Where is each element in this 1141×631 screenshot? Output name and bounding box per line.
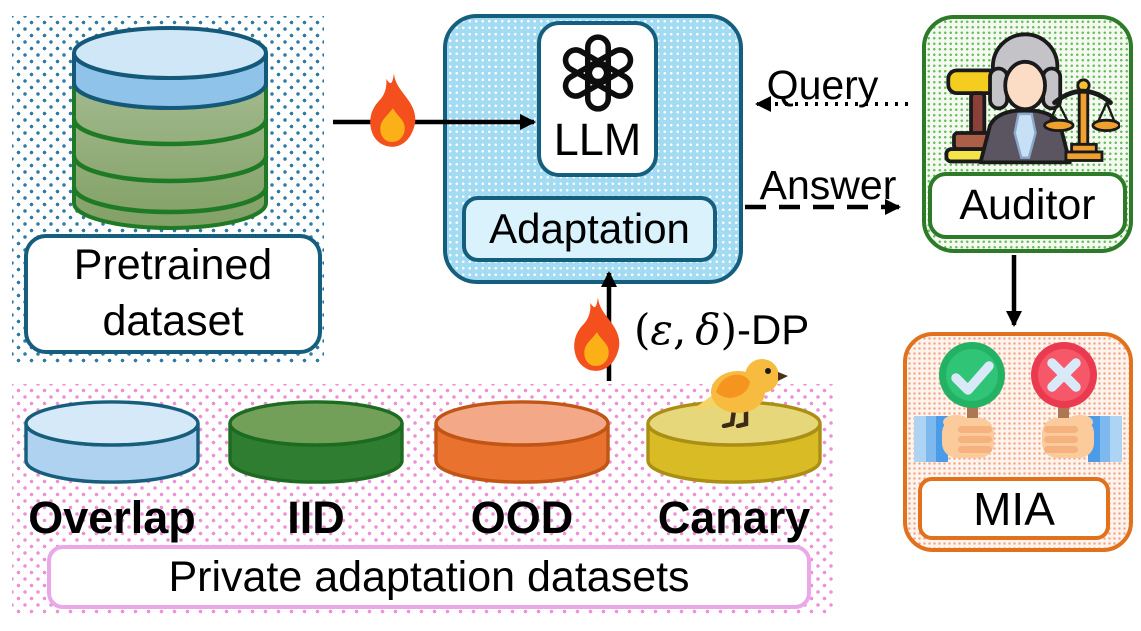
adaptation-label: Adaptation: [489, 205, 690, 252]
dataset-label-ood: OOD: [470, 492, 574, 543]
dp-delta: δ: [695, 305, 721, 354]
pretrained-label-line2: dataset: [102, 297, 244, 345]
adaptation-box: Adaptation: [462, 196, 717, 262]
private-datasets-label: Private adaptation datasets: [168, 552, 690, 601]
dataset-label-canary: Canary: [657, 492, 811, 543]
dp-comma: ,: [672, 305, 687, 354]
dp-open-paren: (: [634, 305, 651, 354]
ood-cylinder-icon: [434, 400, 610, 484]
database-cylinder-icon: [71, 26, 269, 230]
llm-box: LLM: [537, 21, 658, 177]
dp-suffix: -DP: [736, 306, 810, 353]
mia-label-box: MIA: [918, 477, 1110, 540]
query-label: Query: [766, 62, 879, 108]
openai-logo-icon: [562, 34, 633, 112]
approve-sign-icon: [914, 342, 1005, 462]
dataset-label-overlap: Overlap: [28, 492, 196, 543]
dp-label: (ε,δ)-DP: [634, 305, 809, 354]
answer-label: Answer: [759, 162, 897, 208]
fire-icon: [574, 297, 620, 371]
reject-sign-icon: [1031, 342, 1122, 462]
llm-label: LLM: [553, 114, 642, 165]
private-datasets-label-box: Private adaptation datasets: [47, 545, 811, 609]
dp-epsilon: ε: [650, 305, 673, 354]
mia-signs-icon: [914, 342, 1122, 462]
overlap-cylinder-icon: [24, 400, 200, 484]
auditor-label-box: Auditor: [928, 172, 1127, 239]
pretrained-dataset-label-box: Pretrained dataset: [24, 234, 322, 354]
mia-label: MIA: [973, 482, 1055, 535]
dp-close-paren: ): [720, 305, 737, 354]
fire-icon: [370, 73, 416, 147]
dataset-label-iid: IID: [287, 492, 345, 543]
pretrained-label-line1: Pretrained: [73, 241, 273, 290]
iid-cylinder-icon: [228, 400, 404, 484]
auditor-label: Auditor: [959, 181, 1096, 229]
judge-icon: [944, 32, 1120, 165]
canary-bird-icon: [692, 359, 788, 428]
